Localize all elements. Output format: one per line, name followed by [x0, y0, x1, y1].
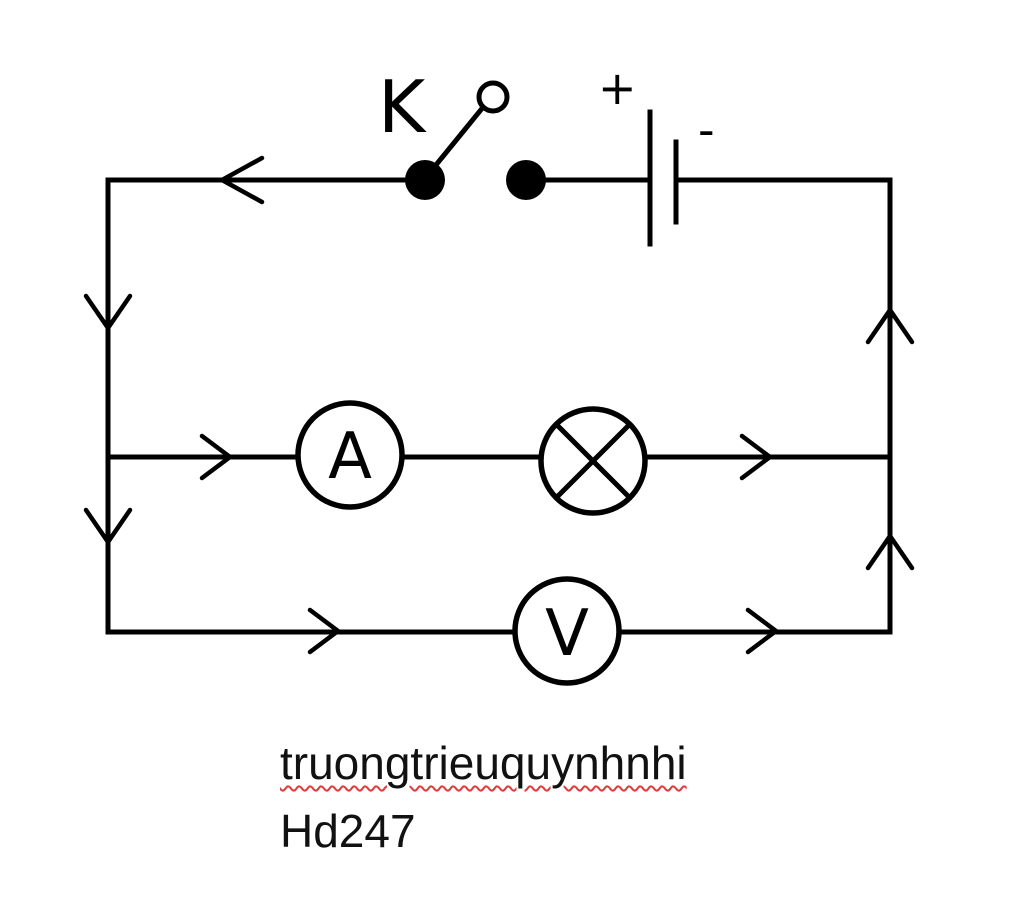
- battery-plus-sign: +: [598, 61, 637, 115]
- arrow-left-lower-icon: [83, 507, 133, 546]
- arrow-right-lower-icon: [865, 532, 915, 571]
- arrow-top-left-icon: [217, 155, 265, 205]
- arrow-left-upper-icon: [83, 293, 133, 332]
- arrow-bottom-left-icon: [307, 607, 342, 655]
- voltmeter-icon: [512, 576, 622, 686]
- switch-terminal-right: [506, 160, 546, 200]
- switch-lever: [423, 102, 488, 180]
- arrow-right-upper-icon: [865, 306, 915, 345]
- lamp-cross-b: [553, 421, 633, 501]
- caption-author: truongtrieuquynhnhi: [280, 737, 687, 789]
- caption-source: Hd247: [280, 805, 416, 857]
- switch-pivot-icon: [476, 80, 510, 114]
- battery-minus-sign: -: [698, 103, 715, 157]
- switch-label: K: [378, 65, 427, 149]
- switch-terminal-left: [405, 160, 445, 200]
- ammeter-icon: [295, 400, 405, 510]
- voltmeter-label: V: [545, 597, 589, 671]
- arrow-middle-right-icon: [739, 433, 774, 481]
- ammeter-label: A: [328, 420, 372, 494]
- arrow-bottom-right-icon: [745, 607, 780, 655]
- arrow-middle-left-icon: [199, 433, 234, 481]
